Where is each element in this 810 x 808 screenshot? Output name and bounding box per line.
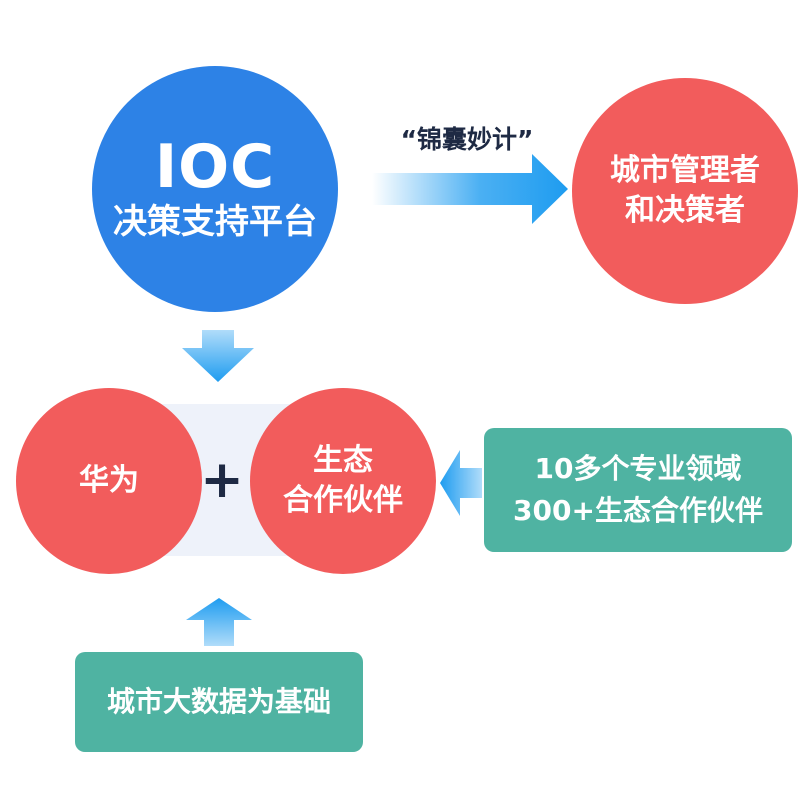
city-managers-line2: 和决策者 (625, 193, 745, 228)
city-managers-node: 城市管理者 和决策者 (572, 78, 798, 304)
eco-partners-line1: 生态 (313, 443, 373, 478)
ioc-title: IOC (154, 132, 276, 202)
arrow-right-icon (372, 154, 568, 224)
domains-box: 10多个专业领域 300+生态合作伙伴 (484, 428, 792, 552)
eco-partners-line2: 合作伙伴 (283, 483, 403, 518)
huawei-node: 华为 (16, 388, 202, 574)
ioc-node: IOC 决策支持平台 (92, 66, 338, 312)
domains-line2: 300+生态合作伙伴 (513, 494, 763, 527)
arrow-left-icon (440, 450, 482, 516)
edge-label-jinnang: “锦囊妙计” (400, 125, 534, 154)
eco-partners-node: 生态 合作伙伴 (250, 388, 436, 574)
arrow-up-icon (186, 598, 252, 646)
huawei-label: 华为 (79, 463, 139, 498)
bigdata-label: 城市大数据为基础 (106, 685, 331, 718)
ioc-subtitle: 决策支持平台 (113, 202, 317, 242)
city-managers-line1: 城市管理者 (610, 153, 760, 188)
arrow-down-icon (182, 330, 254, 382)
plus-icon: + (200, 450, 244, 510)
domains-line1: 10多个专业领域 (534, 452, 742, 485)
bigdata-box: 城市大数据为基础 (75, 652, 363, 752)
